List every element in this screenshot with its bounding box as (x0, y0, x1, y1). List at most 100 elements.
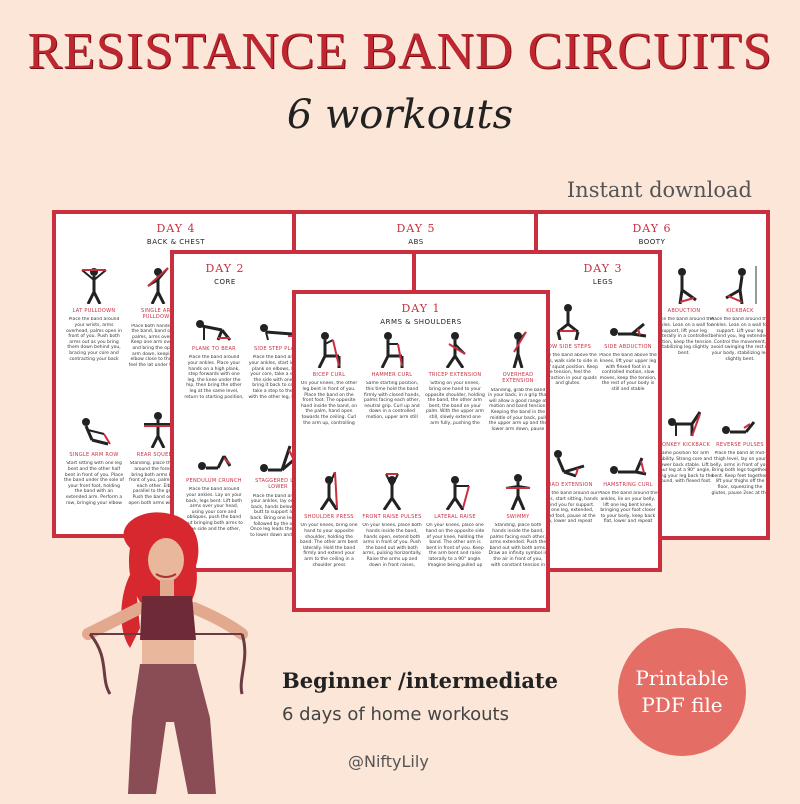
exercise-description: Place the band around the ankles. Lean o… (654, 317, 714, 356)
exercise-donkey-kickback: DONKEY KICKBACK Same position for arm st… (654, 400, 714, 495)
exercise-description: Place the band around your ankles. Lay o… (185, 487, 243, 532)
exercise-figure (64, 266, 124, 304)
exercise-side-abduction: SIDE ABDUCTION Place the band above the … (598, 302, 658, 397)
sheet-category: LEGS (592, 278, 614, 286)
sheet-day-label: DAY 6 (632, 222, 672, 235)
exercise-description: Place both hands inside the band, band o… (128, 323, 187, 368)
exercise-front-raise-pulses: FRONT RAISE PULSES On your knees, place … (362, 472, 422, 567)
exercise-name: HAMSTRING CURL (603, 482, 653, 488)
exercise-side-step-plank: SIDE STEP PLANK Place the band around yo… (248, 304, 308, 399)
exercise-bicep-curl: BICEP CURL On your knees, the other leg … (299, 330, 359, 425)
exercise-name: SWIMMY (506, 514, 530, 520)
exercise-name: LAT PULLDOWN (72, 308, 116, 314)
exercise-figure (710, 266, 766, 304)
exercise-lat-pulldown: LAT PULLDOWN Place the band around your … (64, 266, 124, 361)
days-summary: 6 days of home workouts (282, 704, 509, 725)
exercise-figure (710, 400, 766, 438)
sheet-category: BACK & CHEST (146, 238, 206, 246)
exercise-figure (598, 302, 658, 340)
author-handle: @NiftyLily (348, 752, 429, 771)
exercise-single-arm-pulldown: SINGLE ARM PULLDOWN Place both hands ins… (128, 266, 188, 368)
exercise-figure (538, 302, 598, 340)
exercise-name: SHOULDER PRESS (304, 514, 354, 520)
exercise-name: LATERAL RAISE (434, 514, 476, 520)
exercise-description: Same starting position, this time hold t… (363, 381, 421, 420)
exercise-figure (425, 472, 485, 510)
sheet-category: ABS (408, 238, 424, 246)
exercise-figure (538, 440, 598, 478)
exercise-name: LOW SIDE STEPS (544, 344, 592, 350)
exercise-plank-to-bear: PLANK TO BEAR Place the band around your… (184, 304, 244, 399)
exercise-name: HAMMER CURL (371, 372, 413, 378)
exercise-name: KICKBACK (726, 308, 754, 314)
exercise-description: Place the band around your ankles. Place… (184, 355, 244, 400)
exercise-figure (488, 472, 546, 510)
sheet-category: ARMS & SHOULDERS (380, 318, 462, 326)
exercise-pendulum-crunch: PENDULUM CRUNCH Place the band around yo… (184, 436, 244, 531)
exercise-hamstring-curl: HAMSTRING CURL Place the band around the… (598, 440, 658, 535)
exercise-abduction: ABDUCTION Place the band around the ankl… (654, 266, 714, 361)
sheet-category: BOOTY (638, 238, 666, 246)
exercise-figure (184, 436, 244, 474)
sheet-category: CORE (214, 278, 236, 286)
instant-download-label: Instant download (566, 178, 752, 202)
exercise-description: Place the band around our ankles, start … (538, 491, 598, 525)
level-tagline: Beginner /intermediate (282, 668, 558, 693)
exercise-description: Place the band at mid-thigh level, lay o… (710, 451, 770, 496)
exercise-name: SIDE STEP PLANK (253, 346, 303, 352)
exercise-figure (488, 330, 546, 368)
exercise-rear-squeeze: REAR SQUEEZE Standing, place the band ar… (128, 410, 188, 505)
exercise-name: QUAD EXTENSION (543, 482, 593, 488)
exercise-figure (128, 266, 188, 304)
exercise-description: Same position for arm stability. Strong … (654, 451, 714, 485)
exercise-name: REAR SQUEEZE (136, 452, 180, 458)
exercise-swimmy: SWIMMY Standing, place both hands inside… (488, 472, 546, 567)
exercise-description: Standing, grab the band in your back, in… (488, 387, 548, 432)
exercise-name: SINGLE ARM PULLDOWN (140, 308, 175, 321)
exercise-description: On your knees, the other leg bent in fro… (300, 381, 358, 426)
exercise-hammer-curl: HAMMER CURL Same starting position, this… (362, 330, 422, 425)
exercise-name: PENDULUM CRUNCH (186, 478, 242, 484)
exercise-tricep-extension: TRICEP EXTENSION Sitting on your knees, … (425, 330, 485, 425)
exercise-description: On your knees, place both hands inside t… (362, 523, 422, 568)
page-title: RESISTANCE BAND CIRCUITS (27, 23, 773, 80)
woman-illustration (70, 508, 280, 800)
exercise-name: SIDE ABDUCTION (604, 344, 652, 350)
exercise-description: Place the band above the knees, lift you… (599, 353, 657, 392)
exercise-name: BICEP CURL (312, 372, 346, 378)
exercise-name: DONKEY KICKBACK (657, 442, 711, 448)
exercise-low-side-steps: LOW SIDE STEPS Place the band above the … (538, 302, 598, 397)
exercise-figure (598, 440, 658, 478)
exercise-figure (184, 304, 244, 342)
exercise-figure (362, 330, 422, 368)
exercise-description: Place the band around your ankles, lay o… (250, 493, 306, 538)
sheet-day-label: DAY 3 (583, 262, 623, 275)
exercise-figure (128, 410, 188, 448)
exercise-name: FRONT RAISE PULSES (362, 514, 422, 520)
exercise-description: On your knees, bring one hand to your op… (300, 523, 358, 568)
exercise-figure (299, 330, 359, 368)
exercise-kickback: KICKBACK Place the band around the ankle… (710, 266, 766, 361)
sheet-day-label: DAY 1 (401, 302, 441, 315)
exercise-shoulder-press: SHOULDER PRESS On your knees, bring one … (299, 472, 359, 567)
exercise-name: ABDUCTION (667, 308, 701, 314)
exercise-name: REVERSE PULSES (716, 442, 764, 448)
exercise-description: Place the band around your ankles, start… (248, 355, 307, 400)
exercise-name: OVERHEAD EXTENSION (502, 372, 534, 385)
exercise-figure (362, 472, 422, 510)
exercise-name: TRICEP EXTENSION (428, 372, 482, 378)
sheet-day-label: DAY 5 (396, 222, 436, 235)
exercise-name: STAGGERED LEG LOWER (255, 478, 301, 491)
badge-line-2: PDF file (641, 693, 723, 717)
exercise-name: PLANK TO BEAR (192, 346, 236, 352)
exercise-overhead-extension: OVERHEAD EXTENSION Standing, grab the ba… (488, 330, 548, 432)
printable-pdf-badge: Printable PDF file (618, 628, 746, 756)
badge-line-1: Printable (635, 666, 729, 690)
exercise-lateral-raise: LATERAL RAISE On your knees, place one h… (425, 472, 485, 567)
exercise-quad-extension: QUAD EXTENSION Place the band around our… (538, 440, 598, 535)
exercise-figure (425, 330, 485, 368)
exercise-description: Place the band around the ankles, lie on… (598, 491, 658, 525)
exercise-figure (64, 410, 124, 448)
exercise-figure (299, 472, 359, 510)
sheet-day-label: DAY 2 (205, 262, 245, 275)
